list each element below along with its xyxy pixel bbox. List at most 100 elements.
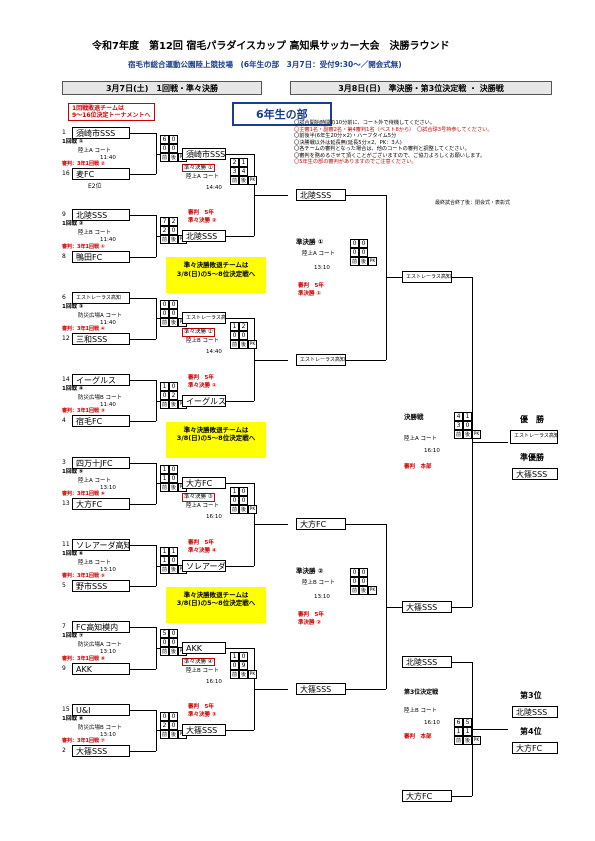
- yellow-note-line: 3/8(日)の5～8位決定戦へ: [176, 434, 256, 443]
- score-cell: PK: [248, 505, 257, 515]
- score-cell: 前: [160, 400, 169, 410]
- bracket-line: [130, 586, 156, 588]
- bracket-line: [226, 648, 254, 649]
- bracket-line: [386, 277, 402, 279]
- bracket-line: [254, 153, 255, 236]
- yellow-note-line: 準々決勝敗退チームは: [183, 590, 249, 599]
- score-cell: 1: [160, 547, 169, 556]
- match-time: 11:40: [100, 402, 116, 409]
- match-time: 13:10: [100, 484, 116, 491]
- score-cell: 後: [359, 586, 368, 596]
- bracket-line: [156, 627, 157, 669]
- score-cell: 前: [454, 736, 463, 745]
- score-cell: 2: [160, 720, 169, 730]
- match-referee: 審判：3年1回戦 ⑧: [62, 655, 105, 662]
- score-cell: 0: [169, 226, 178, 236]
- score-cell: 0: [169, 464, 178, 474]
- third-court: 陸上B コート: [404, 708, 438, 714]
- score-cell: 0: [350, 577, 359, 587]
- score-cell: 5: [463, 718, 472, 727]
- bracket-line: [130, 503, 156, 505]
- team-seed: 9: [62, 664, 66, 672]
- score-cell: 1: [230, 322, 239, 332]
- final-team-box: 大篠SSS: [402, 600, 452, 613]
- team-box: 大方FC: [72, 497, 130, 510]
- third-place-box: 北陵SSS: [512, 706, 558, 718]
- score-cell: 後: [169, 400, 178, 410]
- team-seed: 2: [62, 747, 66, 754]
- bracket-line: [130, 668, 156, 670]
- match-court: 陸上A コート: [78, 148, 112, 154]
- bracket-line: [130, 627, 156, 629]
- team-box: 須崎市SSS: [72, 127, 130, 139]
- match-label: 1回戦 ④: [62, 386, 84, 393]
- match-label: 1回戦 ⑦: [62, 633, 84, 640]
- match-label: 1回戦 ③: [62, 303, 84, 310]
- bracket-line: [226, 483, 254, 485]
- bracket-line: [254, 689, 288, 691]
- qf-court: 陸上B コート: [186, 338, 220, 345]
- runner-box: 大篠SSS: [512, 468, 558, 480]
- score-cell: 前: [160, 565, 169, 574]
- score-cell: 1: [463, 727, 472, 736]
- score-cell: 0: [359, 577, 368, 587]
- score-cell: 後: [463, 430, 472, 439]
- score-cell: 0: [169, 135, 178, 144]
- qf-label: 準々決勝 ④: [182, 658, 215, 667]
- third-team-box: 大方FC: [402, 790, 452, 802]
- team-box: 大篠SSS: [72, 745, 130, 757]
- qf-referee: 審判 5年: [188, 539, 214, 546]
- bracket-line: [254, 524, 288, 526]
- score-cell: 後: [239, 505, 248, 515]
- score-cell: 1: [463, 412, 472, 421]
- score-cell: 3: [230, 166, 239, 176]
- score-cell: 前: [160, 482, 169, 492]
- score-cell: 3: [454, 421, 463, 430]
- team-seed: 8: [62, 252, 66, 260]
- score-cell: 前: [160, 317, 169, 327]
- sf-team-box: 大方FC: [296, 518, 346, 531]
- qf-label: 準々決勝 ②: [182, 328, 215, 337]
- team-seed: 12: [62, 335, 70, 342]
- score-cell: 後: [169, 235, 178, 245]
- bracket-line: [472, 729, 508, 730]
- score-cell: 1: [169, 547, 178, 556]
- bracket-line: [472, 277, 473, 607]
- third-place-label: 第3位: [520, 691, 542, 700]
- sf-team-box: 大篠SSS: [296, 683, 346, 696]
- score-cell: 後: [359, 256, 368, 266]
- score-cell: 後: [169, 482, 178, 492]
- score-cell: 2: [169, 391, 178, 401]
- score-cell: 後: [169, 565, 178, 574]
- score-cell: 前: [230, 505, 239, 515]
- score-cell: 0: [160, 308, 169, 318]
- team-box: エストレーラス高知: [72, 291, 130, 304]
- qf-time: 14:40: [206, 184, 222, 191]
- score-cell: 1: [160, 382, 169, 392]
- bracket-line: [226, 318, 254, 320]
- qf-time: 16:10: [206, 679, 222, 685]
- sf-label: 準決勝 ②: [296, 567, 324, 576]
- score-cell: 0: [230, 331, 239, 341]
- bracket-line: [386, 524, 387, 690]
- score-cell: 0: [169, 308, 178, 318]
- final-time: 16:10: [424, 448, 440, 454]
- team-seed: 4: [62, 417, 66, 425]
- qf-referee-2: 準々決勝 ②: [188, 218, 217, 224]
- team-seed: 14: [62, 376, 70, 384]
- bracket-line: [130, 462, 156, 464]
- team-box: 麦FC: [72, 168, 130, 181]
- team-seed: 7: [62, 623, 66, 631]
- match-label: 1回戦 ②: [62, 221, 84, 228]
- final-court: 陸上A コート: [404, 436, 438, 442]
- third-label: 第3位決定戦: [404, 689, 439, 696]
- qf-team-box: 大方FC: [182, 477, 226, 490]
- team-box: FC高知模内: [72, 621, 130, 634]
- match-court: 陸上B コート: [78, 230, 112, 237]
- day2-header: 3月8日(日) 準決勝・第3位決定戦 ・ 決勝戦: [290, 81, 552, 95]
- score-cell: 前: [160, 647, 169, 657]
- score-cell: 4: [239, 166, 248, 176]
- match-court: 防災広場A コート: [78, 312, 123, 319]
- score-cell: 前: [350, 256, 359, 266]
